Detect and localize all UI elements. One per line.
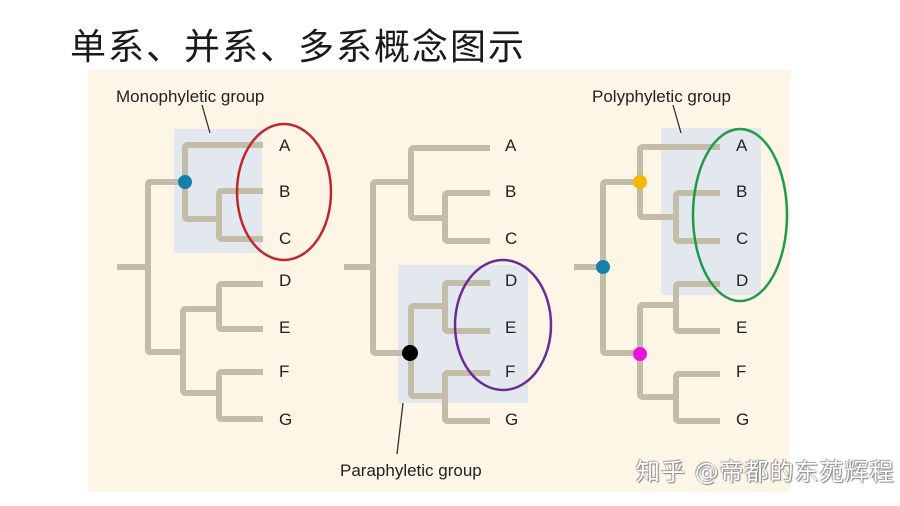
tip-label: F [736,362,746,381]
tip-label: D [505,271,517,290]
polyphyletic-tree: Polyphyletic group A B C D E F G [574,87,789,429]
tip-label: D [736,271,748,290]
monophyletic-tree: Monophyletic group A B C D E F G [116,87,333,429]
label-pointer [201,104,211,134]
tip-label: A [736,136,748,155]
tip-label: E [279,318,290,337]
tip-label: E [505,318,516,337]
tip-label: F [279,362,289,381]
paraphyletic-ellipse [453,258,553,392]
node-black-icon [402,345,418,361]
label-pointer [396,402,404,455]
paraphyletic-label: Paraphyletic group [340,461,482,480]
node-blue-icon [596,260,610,274]
node-magenta-icon [633,347,647,361]
tip-label: G [736,410,749,429]
tip-label: G [279,410,292,429]
tip-label: A [505,136,517,155]
polyphyletic-label: Polyphyletic group [592,87,731,106]
tip-label: B [279,182,290,201]
node-yellow-icon [633,175,647,189]
tip-label: D [279,271,291,290]
tip-label: C [505,229,517,248]
tip-label: B [505,182,516,201]
tip-label: A [279,136,291,155]
page-title: 单系、并系、多系概念图示 [70,27,527,68]
tip-label: C [736,229,748,248]
node-blue-icon [178,175,192,189]
paraphyletic-tree: Paraphyletic group A B C D E F G [340,136,553,480]
label-pointer [672,104,682,134]
tip-label: B [736,182,747,201]
tip-label: C [279,229,291,248]
monophyletic-ellipse [235,122,333,262]
monophyletic-label: Monophyletic group [116,87,264,106]
polyphyletic-ellipse [691,127,789,303]
tip-label: E [736,318,747,337]
tip-label: G [505,410,518,429]
watermark: 知乎 @帝都的东苑辉程 [636,458,895,486]
tip-label: F [505,362,515,381]
